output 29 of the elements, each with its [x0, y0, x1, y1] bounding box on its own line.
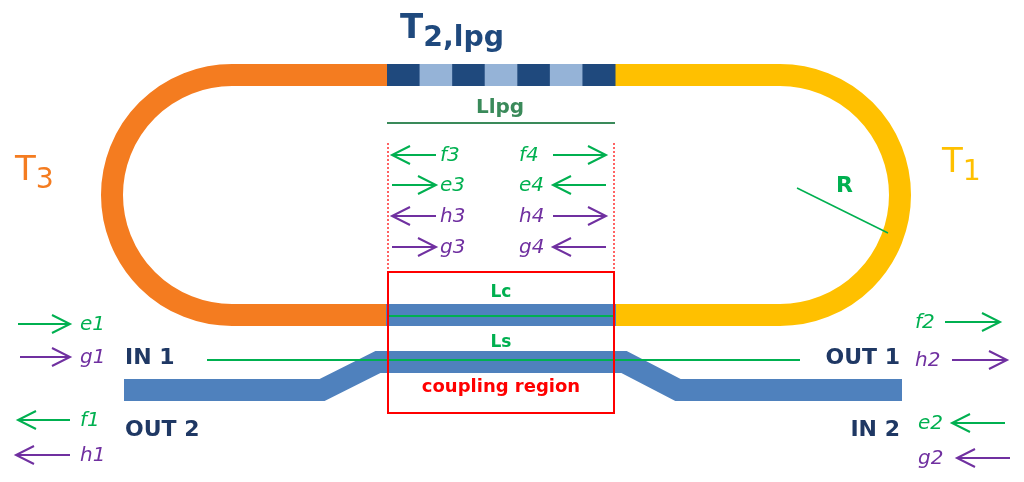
signal-label: g1 [80, 346, 106, 366]
signal-label: g4 [519, 236, 545, 256]
signal-label: f4 [519, 144, 539, 164]
text-label: OUT 1 [825, 345, 900, 368]
text-label: IN 1 [125, 345, 175, 368]
signal-label: g2 [918, 447, 944, 467]
signal-label: e2 [918, 412, 944, 432]
text-label: T$_{2,lpg}$ [400, 9, 504, 52]
signal-label: h3 [440, 205, 466, 225]
text-label: T$_{1}$ [942, 143, 981, 186]
text-label: Llpg [475, 96, 525, 116]
signal-label: f3 [440, 144, 460, 164]
signal-label: e3 [440, 174, 466, 194]
signal-label: f2 [915, 311, 935, 331]
signal-label: h1 [80, 444, 106, 464]
signal-label: e1 [80, 313, 106, 333]
region-box [387, 271, 615, 414]
signal-label: e4 [519, 174, 545, 194]
text-label: IN 2 [850, 417, 900, 440]
region-label: Ls [490, 333, 512, 350]
text-label: T$_{3}$ [15, 151, 54, 194]
signal-label: f1 [80, 409, 100, 429]
region-label: coupling region [421, 377, 581, 395]
text-label: OUT 2 [125, 417, 200, 440]
text-label: R [836, 173, 853, 196]
region-label: Lc [490, 283, 512, 300]
signal-label: h2 [915, 349, 941, 369]
signal-label: g3 [440, 236, 466, 256]
signal-label: h4 [519, 205, 545, 225]
